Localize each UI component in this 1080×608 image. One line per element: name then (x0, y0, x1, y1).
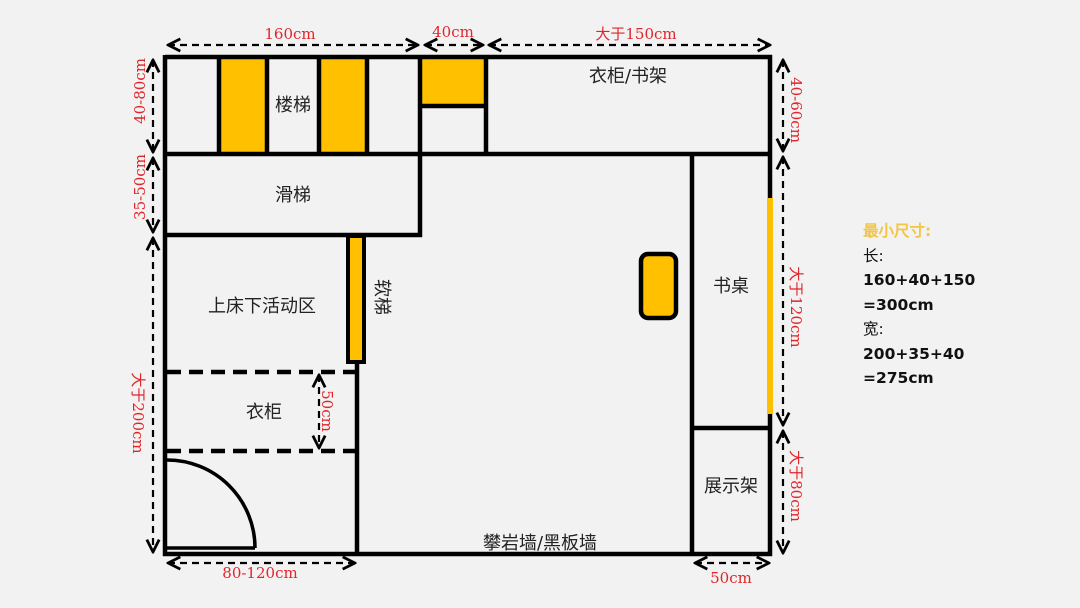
dim-text-40-80: 40-80cm (131, 58, 149, 124)
note-title: 最小尺寸: (863, 222, 932, 240)
dim-text-160: 160cm (264, 25, 315, 43)
top-small-storage (422, 59, 484, 105)
dim-text-40: 40cm (432, 23, 474, 41)
minimum-size-note: 最小尺寸: 长: 160+40+150 =300cm 宽: 200+35+40 … (863, 219, 975, 391)
dim-text-door: 80-120cm (222, 564, 297, 582)
dim-text-150: 大于150cm (595, 25, 676, 43)
label-wardrobe: 衣柜 (246, 402, 282, 423)
stair-step-right (321, 59, 365, 153)
window-strip (767, 198, 773, 414)
note-length-result: =300cm (863, 295, 934, 314)
walls (162, 54, 773, 557)
dim-text-40-60: 40-60cm (787, 77, 805, 143)
yellow-blocks (221, 59, 773, 414)
dim-text-wardrobe-50: 50cm (318, 390, 336, 432)
stair-step-left (221, 59, 265, 153)
dim-text-200: 大于200cm (129, 372, 147, 453)
note-width-formula: 200+35+40 (863, 344, 965, 363)
door-arc (166, 458, 257, 549)
label-desk: 书桌 (713, 276, 749, 297)
label-activity-area: 上床下活动区 (208, 296, 316, 317)
label-stairs: 楼梯 (275, 95, 311, 116)
dim-text-display-50: 50cm (710, 569, 752, 587)
note-length-formula: 160+40+150 (863, 271, 976, 289)
note-length-label: 长: (863, 246, 884, 265)
door-swing (166, 458, 257, 550)
climbing-hold-block (638, 251, 679, 321)
dim-text-120: 大于120cm (787, 266, 805, 347)
dim-text-35-50: 35-50cm (131, 154, 149, 220)
label-display-shelf: 展示架 (704, 476, 758, 497)
label-wardrobe-shelf: 衣柜/书架 (589, 66, 667, 87)
dim-text-80: 大于80cm (787, 450, 805, 522)
wardrobe-dashed-lines (167, 369, 357, 454)
label-climbing-wall: 攀岩墙/黑板墙 (483, 533, 597, 554)
note-width-label: 宽: (863, 320, 884, 338)
label-soft-ladder: 软梯 (371, 279, 392, 315)
dimension-lines (153, 45, 783, 563)
label-slide: 滑梯 (275, 185, 311, 206)
note-width-result: =275cm (863, 369, 934, 387)
soft-ladder-bar (346, 234, 366, 364)
